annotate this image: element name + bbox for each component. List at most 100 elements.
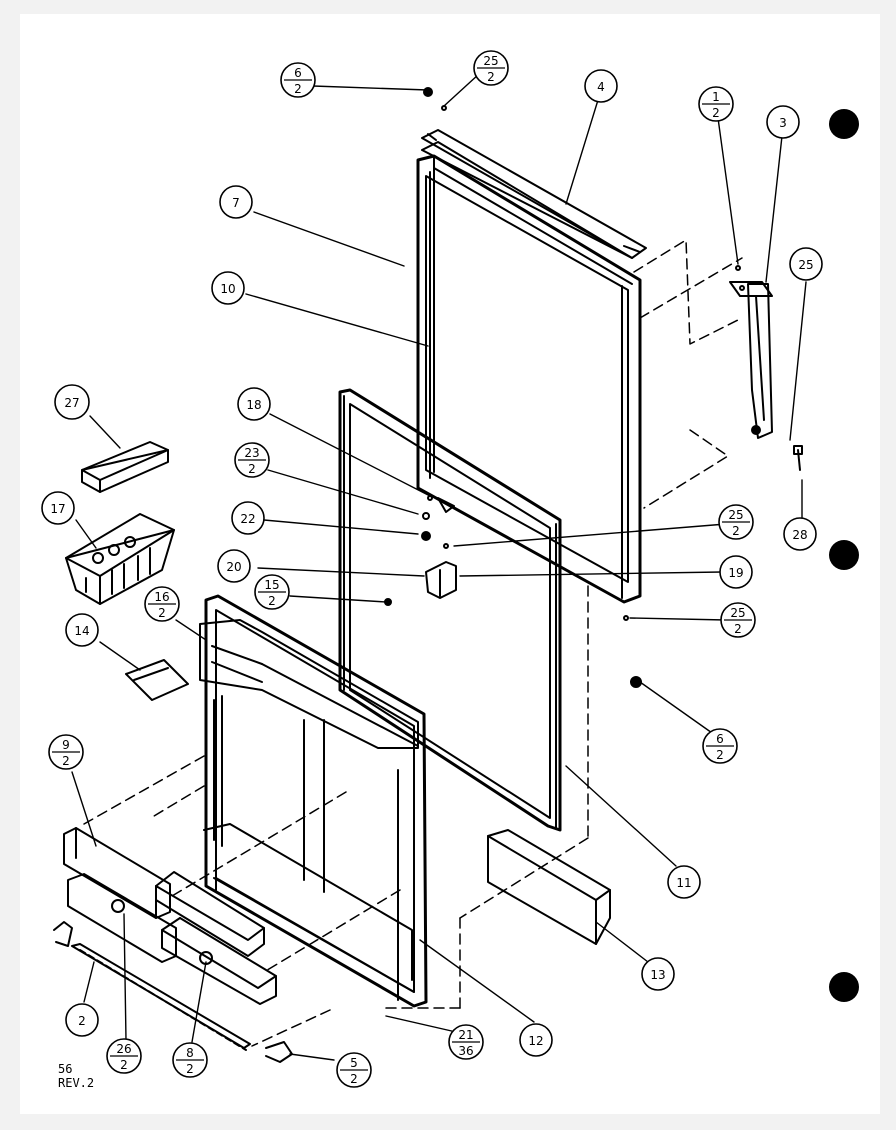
footer-revision: REV.2 xyxy=(58,1076,95,1090)
svg-text:15: 15 xyxy=(264,578,279,592)
svg-text:7: 7 xyxy=(232,196,240,210)
callout-18: 18 xyxy=(237,387,271,421)
svg-text:10: 10 xyxy=(220,282,235,296)
svg-text:12: 12 xyxy=(528,1034,543,1048)
tray-lid xyxy=(81,441,169,493)
small-dish xyxy=(125,659,189,701)
side-hinge xyxy=(729,281,773,439)
svg-text:25: 25 xyxy=(728,508,743,522)
callout-12: 12 xyxy=(519,1023,553,1057)
svg-text:9: 9 xyxy=(62,738,70,752)
center-hinge-bracket xyxy=(421,495,457,599)
callout-25-2-top: 25 2 xyxy=(473,50,509,86)
svg-text:6: 6 xyxy=(716,732,724,746)
callout-27: 27 xyxy=(54,384,90,420)
callout-10: 10 xyxy=(211,271,245,305)
callout-4: 4 xyxy=(584,69,618,103)
svg-text:5: 5 xyxy=(350,1056,358,1070)
projection-lines-upper xyxy=(379,239,743,1009)
callout-6-2-right: 6 2 xyxy=(702,728,738,764)
outer-door-panel xyxy=(416,154,642,604)
callout-9-2: 9 2 xyxy=(48,734,84,770)
upper-door-bin xyxy=(63,827,265,957)
callout-13: 13 xyxy=(641,957,675,991)
lower-door-bin xyxy=(67,873,277,1005)
registration-dot-middle xyxy=(829,540,859,570)
svg-text:11: 11 xyxy=(676,876,691,890)
svg-text:20: 20 xyxy=(226,560,241,574)
callout-15-2: 15 2 xyxy=(254,574,290,610)
callout-16-2: 16 2 xyxy=(144,586,180,622)
callout-1-2: 1 2 xyxy=(698,86,734,122)
inner-door-liner xyxy=(338,388,562,832)
projection-lines-lower xyxy=(83,755,401,1047)
svg-text:25: 25 xyxy=(730,606,745,620)
svg-text:6: 6 xyxy=(294,66,302,80)
svg-text:22: 22 xyxy=(240,512,255,526)
callout-28: 28 xyxy=(783,517,817,551)
callout-3: 3 xyxy=(766,105,800,139)
bottom-trim-rail xyxy=(53,921,293,1063)
svg-text:36: 36 xyxy=(458,1044,473,1058)
svg-text:2: 2 xyxy=(62,754,70,768)
svg-text:2: 2 xyxy=(248,462,256,476)
hinge-screw xyxy=(793,445,803,471)
callout-21-36: 21 36 xyxy=(448,1024,484,1060)
svg-text:17: 17 xyxy=(50,502,65,516)
svg-text:2: 2 xyxy=(78,1014,86,1028)
callout-5-2: 5 2 xyxy=(336,1052,372,1088)
callout-6-2-top: 6 2 xyxy=(280,62,316,98)
svg-text:23: 23 xyxy=(244,446,259,460)
callout-7: 7 xyxy=(219,185,253,219)
svg-text:2: 2 xyxy=(487,70,495,84)
svg-text:27: 27 xyxy=(64,396,79,410)
svg-text:2: 2 xyxy=(734,622,742,636)
svg-text:25: 25 xyxy=(798,258,813,272)
svg-text:21: 21 xyxy=(458,1028,473,1042)
svg-text:3: 3 xyxy=(779,116,787,130)
svg-text:2: 2 xyxy=(712,106,720,120)
callout-25-2-low: 25 2 xyxy=(720,602,756,638)
svg-text:2: 2 xyxy=(268,594,276,608)
freezer-door-panel xyxy=(199,594,428,1008)
svg-text:2: 2 xyxy=(186,1062,194,1076)
callout-22: 22 xyxy=(231,501,265,535)
callout-2: 2 xyxy=(65,1003,99,1037)
svg-text:2: 2 xyxy=(350,1072,358,1086)
svg-text:1: 1 xyxy=(712,90,720,104)
svg-text:2: 2 xyxy=(732,524,740,538)
svg-text:25: 25 xyxy=(483,54,498,68)
svg-text:2: 2 xyxy=(294,82,302,96)
callout-20: 20 xyxy=(217,549,251,583)
callout-17: 17 xyxy=(41,491,75,525)
callout-19: 19 xyxy=(719,555,753,589)
footer-code: 56 xyxy=(58,1062,73,1076)
svg-text:28: 28 xyxy=(792,528,807,542)
callout-25: 25 xyxy=(789,247,823,281)
callout-26-2: 26 2 xyxy=(106,1038,142,1074)
svg-text:13: 13 xyxy=(650,968,665,982)
callout-14: 14 xyxy=(65,613,99,647)
butter-tray xyxy=(65,513,175,605)
callout-11: 11 xyxy=(667,865,701,899)
svg-text:2: 2 xyxy=(716,748,724,762)
leader-lines xyxy=(71,73,807,1061)
svg-text:2: 2 xyxy=(120,1058,128,1072)
callout-23-2: 23 2 xyxy=(234,442,270,478)
svg-text:16: 16 xyxy=(154,590,169,604)
top-hinge-strip xyxy=(421,129,647,259)
callout-8-2: 8 2 xyxy=(172,1042,208,1078)
svg-text:14: 14 xyxy=(74,624,89,638)
callout-25-2-mid: 25 2 xyxy=(718,504,754,540)
registration-dot-top xyxy=(829,109,859,139)
svg-text:26: 26 xyxy=(116,1042,131,1056)
registration-dot-bottom xyxy=(829,972,859,1002)
svg-text:2: 2 xyxy=(158,606,166,620)
svg-text:8: 8 xyxy=(186,1046,194,1060)
door-trim-strip xyxy=(487,829,611,945)
svg-text:4: 4 xyxy=(597,80,605,94)
fasteners xyxy=(384,87,741,688)
svg-text:18: 18 xyxy=(246,398,261,412)
